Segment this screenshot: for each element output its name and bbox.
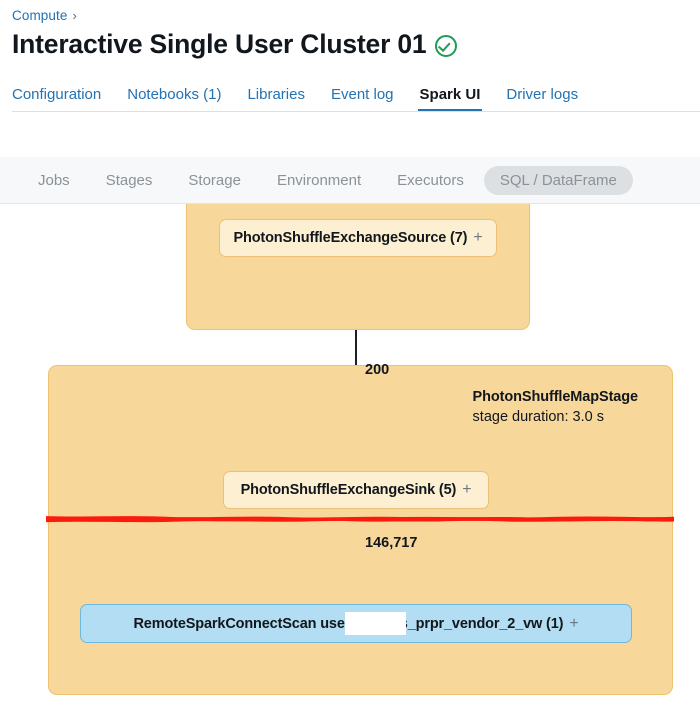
check-circle-icon [435,35,458,57]
spark-subnav: Jobs Stages Storage Environment Executor… [0,157,700,204]
tab-libraries[interactable]: Libraries [247,86,305,103]
expand-plus-icon[interactable]: + [569,614,579,632]
cluster-photon-shuffle-map-stage: PhotonShuffleMapStage stage duration: 3.… [48,365,673,695]
redaction-overlay [345,612,406,635]
node-label-suffix: nd.fs_prpr_vendor_2_vw (1) [373,615,564,632]
tab-event-log[interactable]: Event log [330,86,394,103]
tab-configuration[interactable]: Configuration [12,86,102,103]
breadcrumb: Compute › [12,8,77,23]
node-photon-shuffle-exchange-source[interactable]: PhotonShuffleExchangeSource (7) + [219,219,497,257]
breadcrumb-separator-icon: › [72,8,77,23]
node-remote-spark-connect-scan[interactable]: RemoteSparkConnectScan users.ja nd.fs_pr… [80,604,632,643]
subnav-item-stages[interactable]: Stages [105,171,153,189]
stage-label-block: PhotonShuffleMapStage stage duration: 3.… [472,389,639,425]
cluster-top-stage: PhotonShuffleExchangeSource (7) + [186,196,530,330]
subnav-item-environment[interactable]: Environment [276,171,362,189]
edge-label-upper: 200 [365,362,390,378]
node-label-prefix: RemoteSparkConnectScan users.ja [133,615,374,632]
subnav-item-sql-dataframe[interactable]: SQL / DataFrame [483,165,633,195]
subnav-item-jobs[interactable]: Jobs [38,171,70,189]
tabs-divider [12,111,700,112]
subnav-item-executors[interactable]: Executors [397,171,464,189]
node-photon-shuffle-exchange-sink[interactable]: PhotonShuffleExchangeSink (5) + [223,471,489,509]
cluster-tabs: Configuration Notebooks (1) Libraries Ev… [12,80,591,112]
expand-plus-icon[interactable]: + [462,481,472,498]
subnav-item-storage[interactable]: Storage [188,171,241,189]
stage-name: PhotonShuffleMapStage [472,389,639,405]
tab-driver-logs[interactable]: Driver logs [506,86,579,103]
page-title: Interactive Single User Cluster 01 [12,29,427,59]
edge-label-lower: 146,717 [365,535,418,551]
breadcrumb-link-compute[interactable]: Compute [12,8,68,23]
node-label: PhotonShuffleExchangeSource (7) [233,230,468,246]
tab-notebooks[interactable]: Notebooks (1) [127,86,222,103]
node-label: PhotonShuffleExchangeSink (5) [240,482,457,498]
tab-spark-ui[interactable]: Spark UI [407,86,494,112]
expand-plus-icon[interactable]: + [473,229,483,246]
stage-duration: stage duration: 3.0 s [472,409,604,425]
page-title-row: Interactive Single User Cluster 01 [12,29,458,60]
